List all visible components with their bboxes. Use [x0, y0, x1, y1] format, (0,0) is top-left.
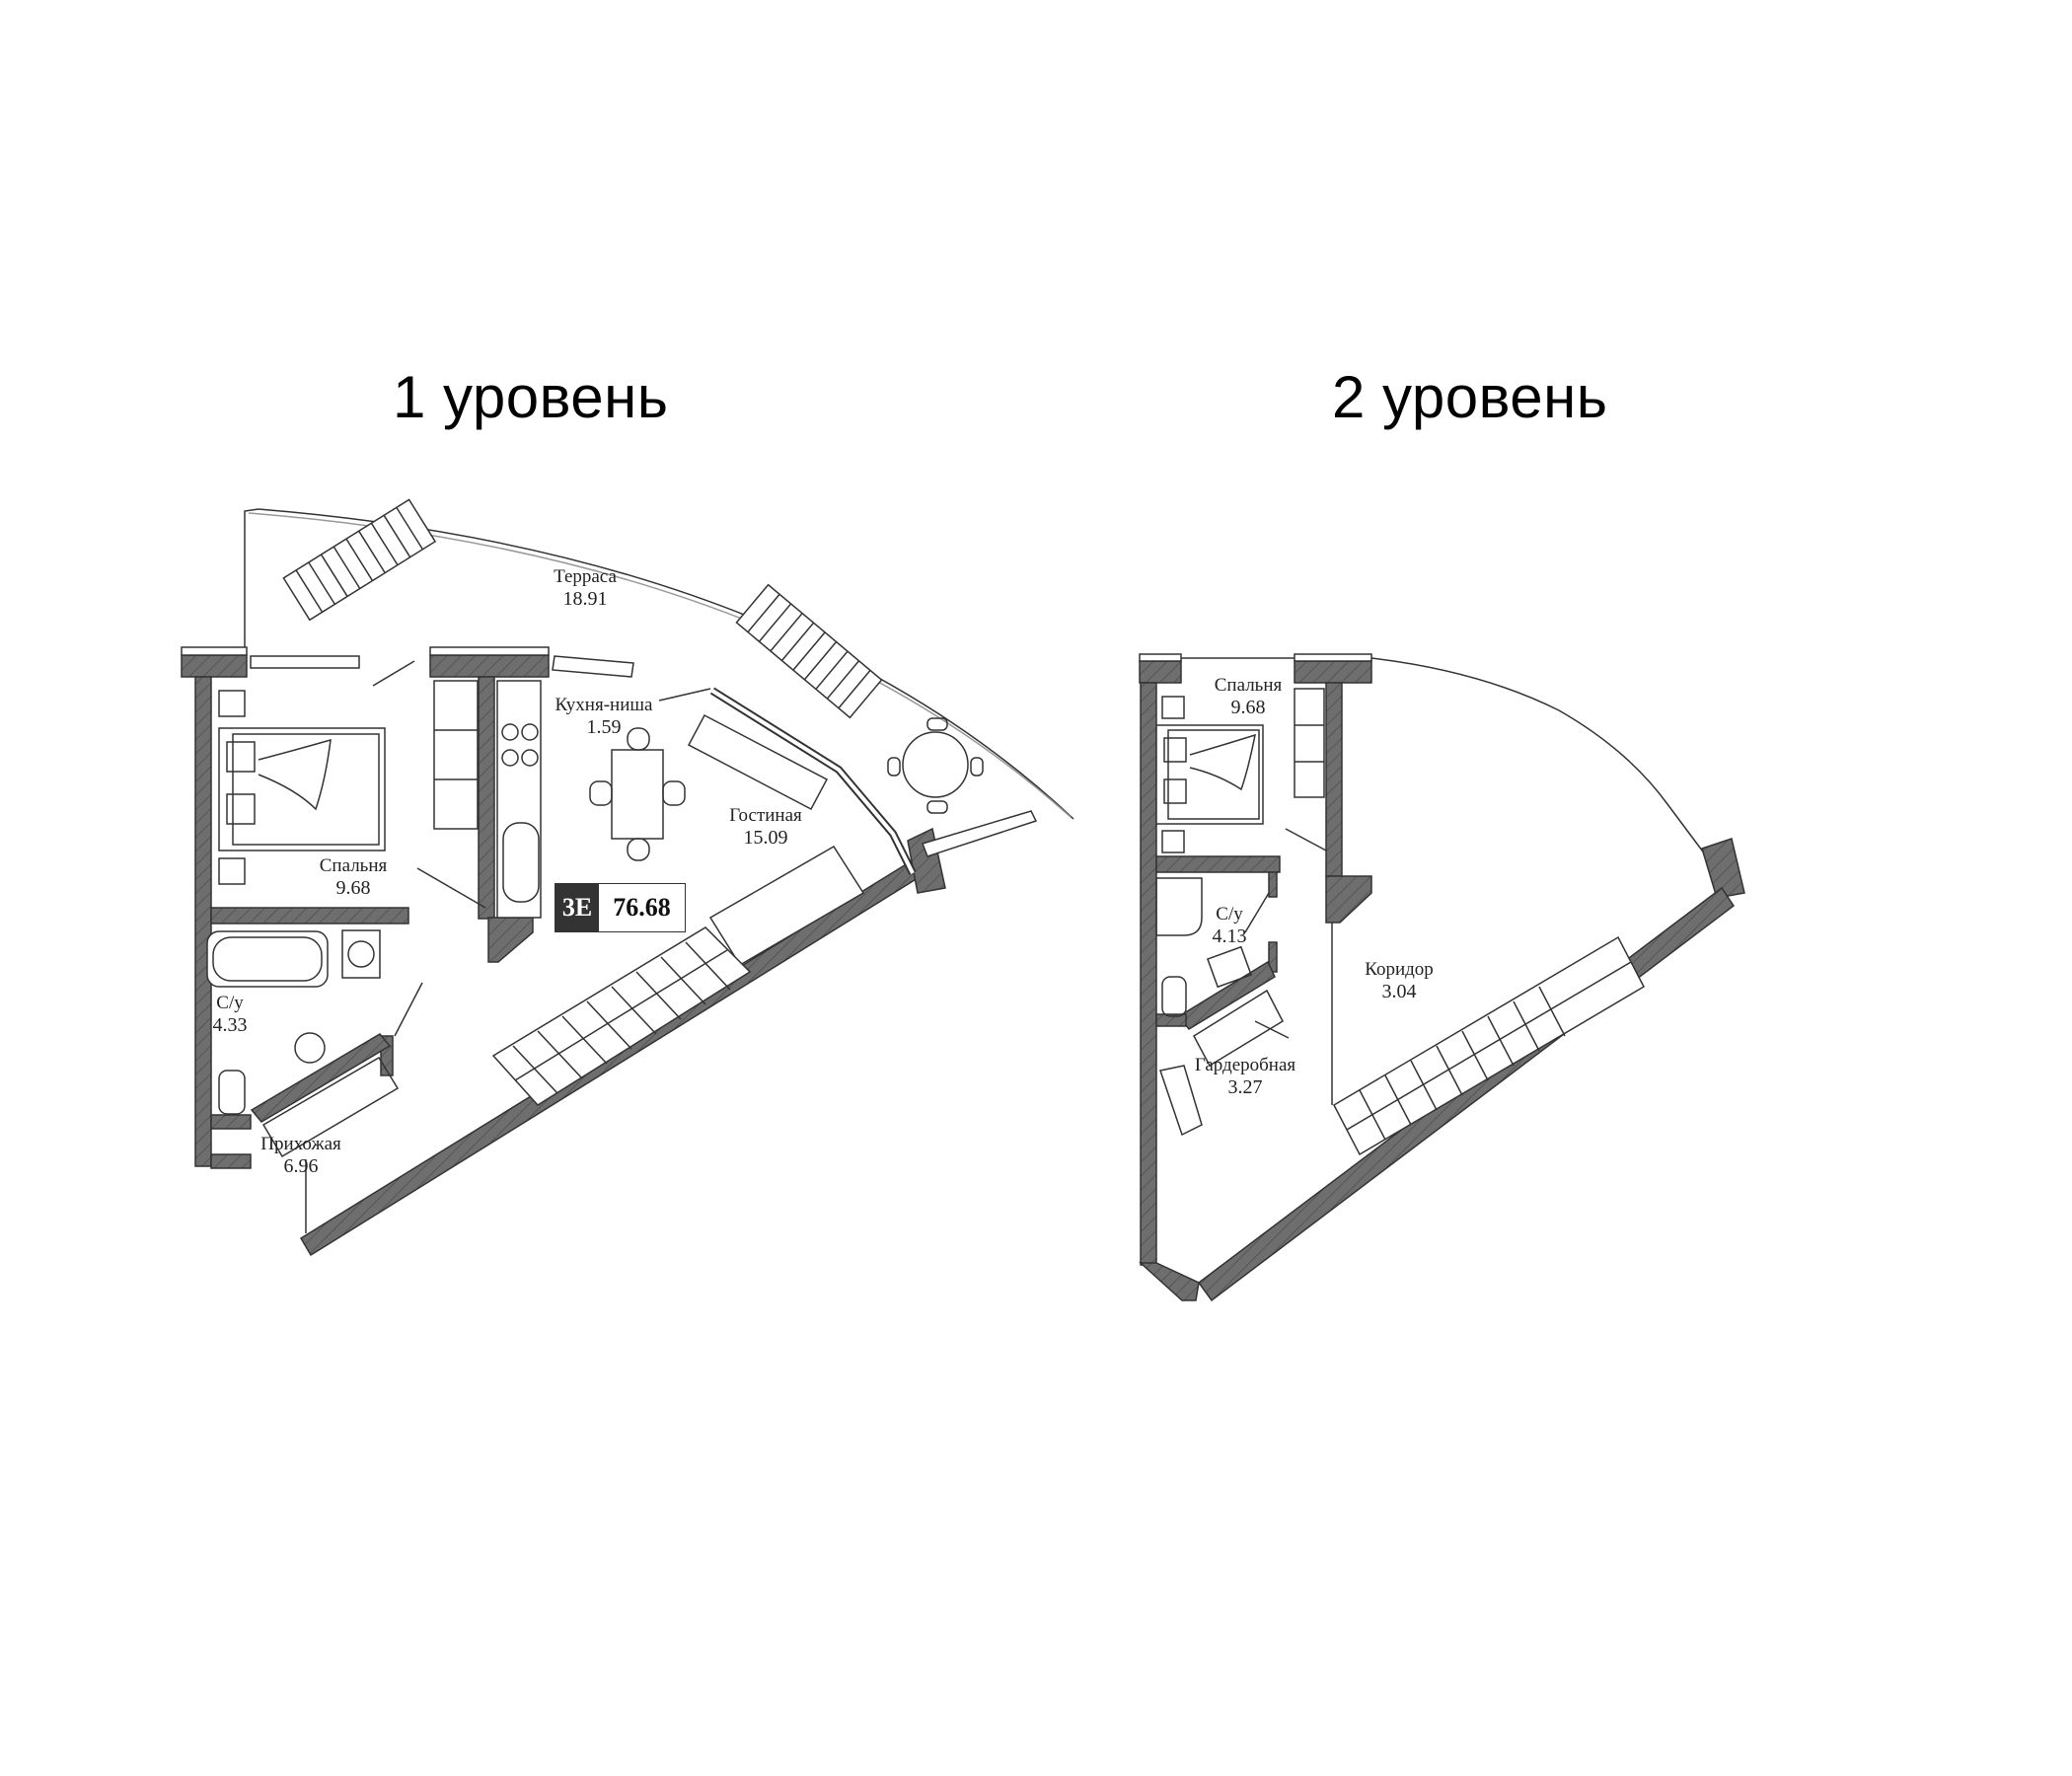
room-area-terrace: 18.91 — [563, 588, 608, 610]
level-1-title: 1 уровень — [393, 364, 669, 430]
room-area-corridor: 3.04 — [1382, 981, 1417, 1002]
room-name-bathroom-2: С/у — [1216, 904, 1243, 925]
room-area-bathroom-2: 4.13 — [1213, 925, 1247, 947]
room-name-kitchen: Кухня-ниша — [555, 695, 653, 715]
room-name-hallway: Прихожая — [260, 1134, 341, 1154]
terrace-outline — [244, 508, 1074, 820]
room-name-bedroom-1: Спальня — [320, 855, 388, 876]
level-1-labels: Терраса 18.91 Кухня-ниша 1.59 Гостиная 1… — [213, 566, 803, 1177]
level-2-plan — [1139, 653, 1745, 1302]
level-1-plan — [181, 498, 1074, 1257]
apartment-total-area: 76.68 — [613, 893, 671, 922]
room-area-bedroom-1: 9.68 — [336, 877, 371, 899]
room-area-bathroom-1: 4.33 — [213, 1014, 248, 1036]
room-area-living: 15.09 — [744, 827, 788, 849]
room-area-dressing-room: 3.27 — [1228, 1076, 1263, 1098]
room-area-hallway: 6.96 — [284, 1155, 319, 1177]
staircase-level-2 — [1333, 935, 1645, 1156]
room-name-bedroom-2: Спальня — [1215, 675, 1283, 696]
room-name-dressing-room: Гардеробная — [1195, 1055, 1296, 1075]
apartment-type-code: 3E — [555, 884, 599, 931]
room-area-kitchen: 1.59 — [587, 716, 622, 738]
room-area-bedroom-2: 9.68 — [1231, 697, 1266, 718]
level-2-labels: Спальня 9.68 С/у 4.13 Коридор 3.04 Гарде… — [1195, 675, 1434, 1098]
room-name-living: Гостиная — [729, 805, 802, 826]
apartment-badge: 3E 76.68 — [555, 883, 686, 932]
room-name-terrace: Терраса — [554, 566, 617, 587]
staircase-level-1 — [491, 926, 752, 1106]
room-name-bathroom-1: С/у — [216, 993, 244, 1013]
room-name-corridor: Коридор — [1365, 959, 1434, 980]
level-2-title: 2 уровень — [1332, 364, 1608, 430]
